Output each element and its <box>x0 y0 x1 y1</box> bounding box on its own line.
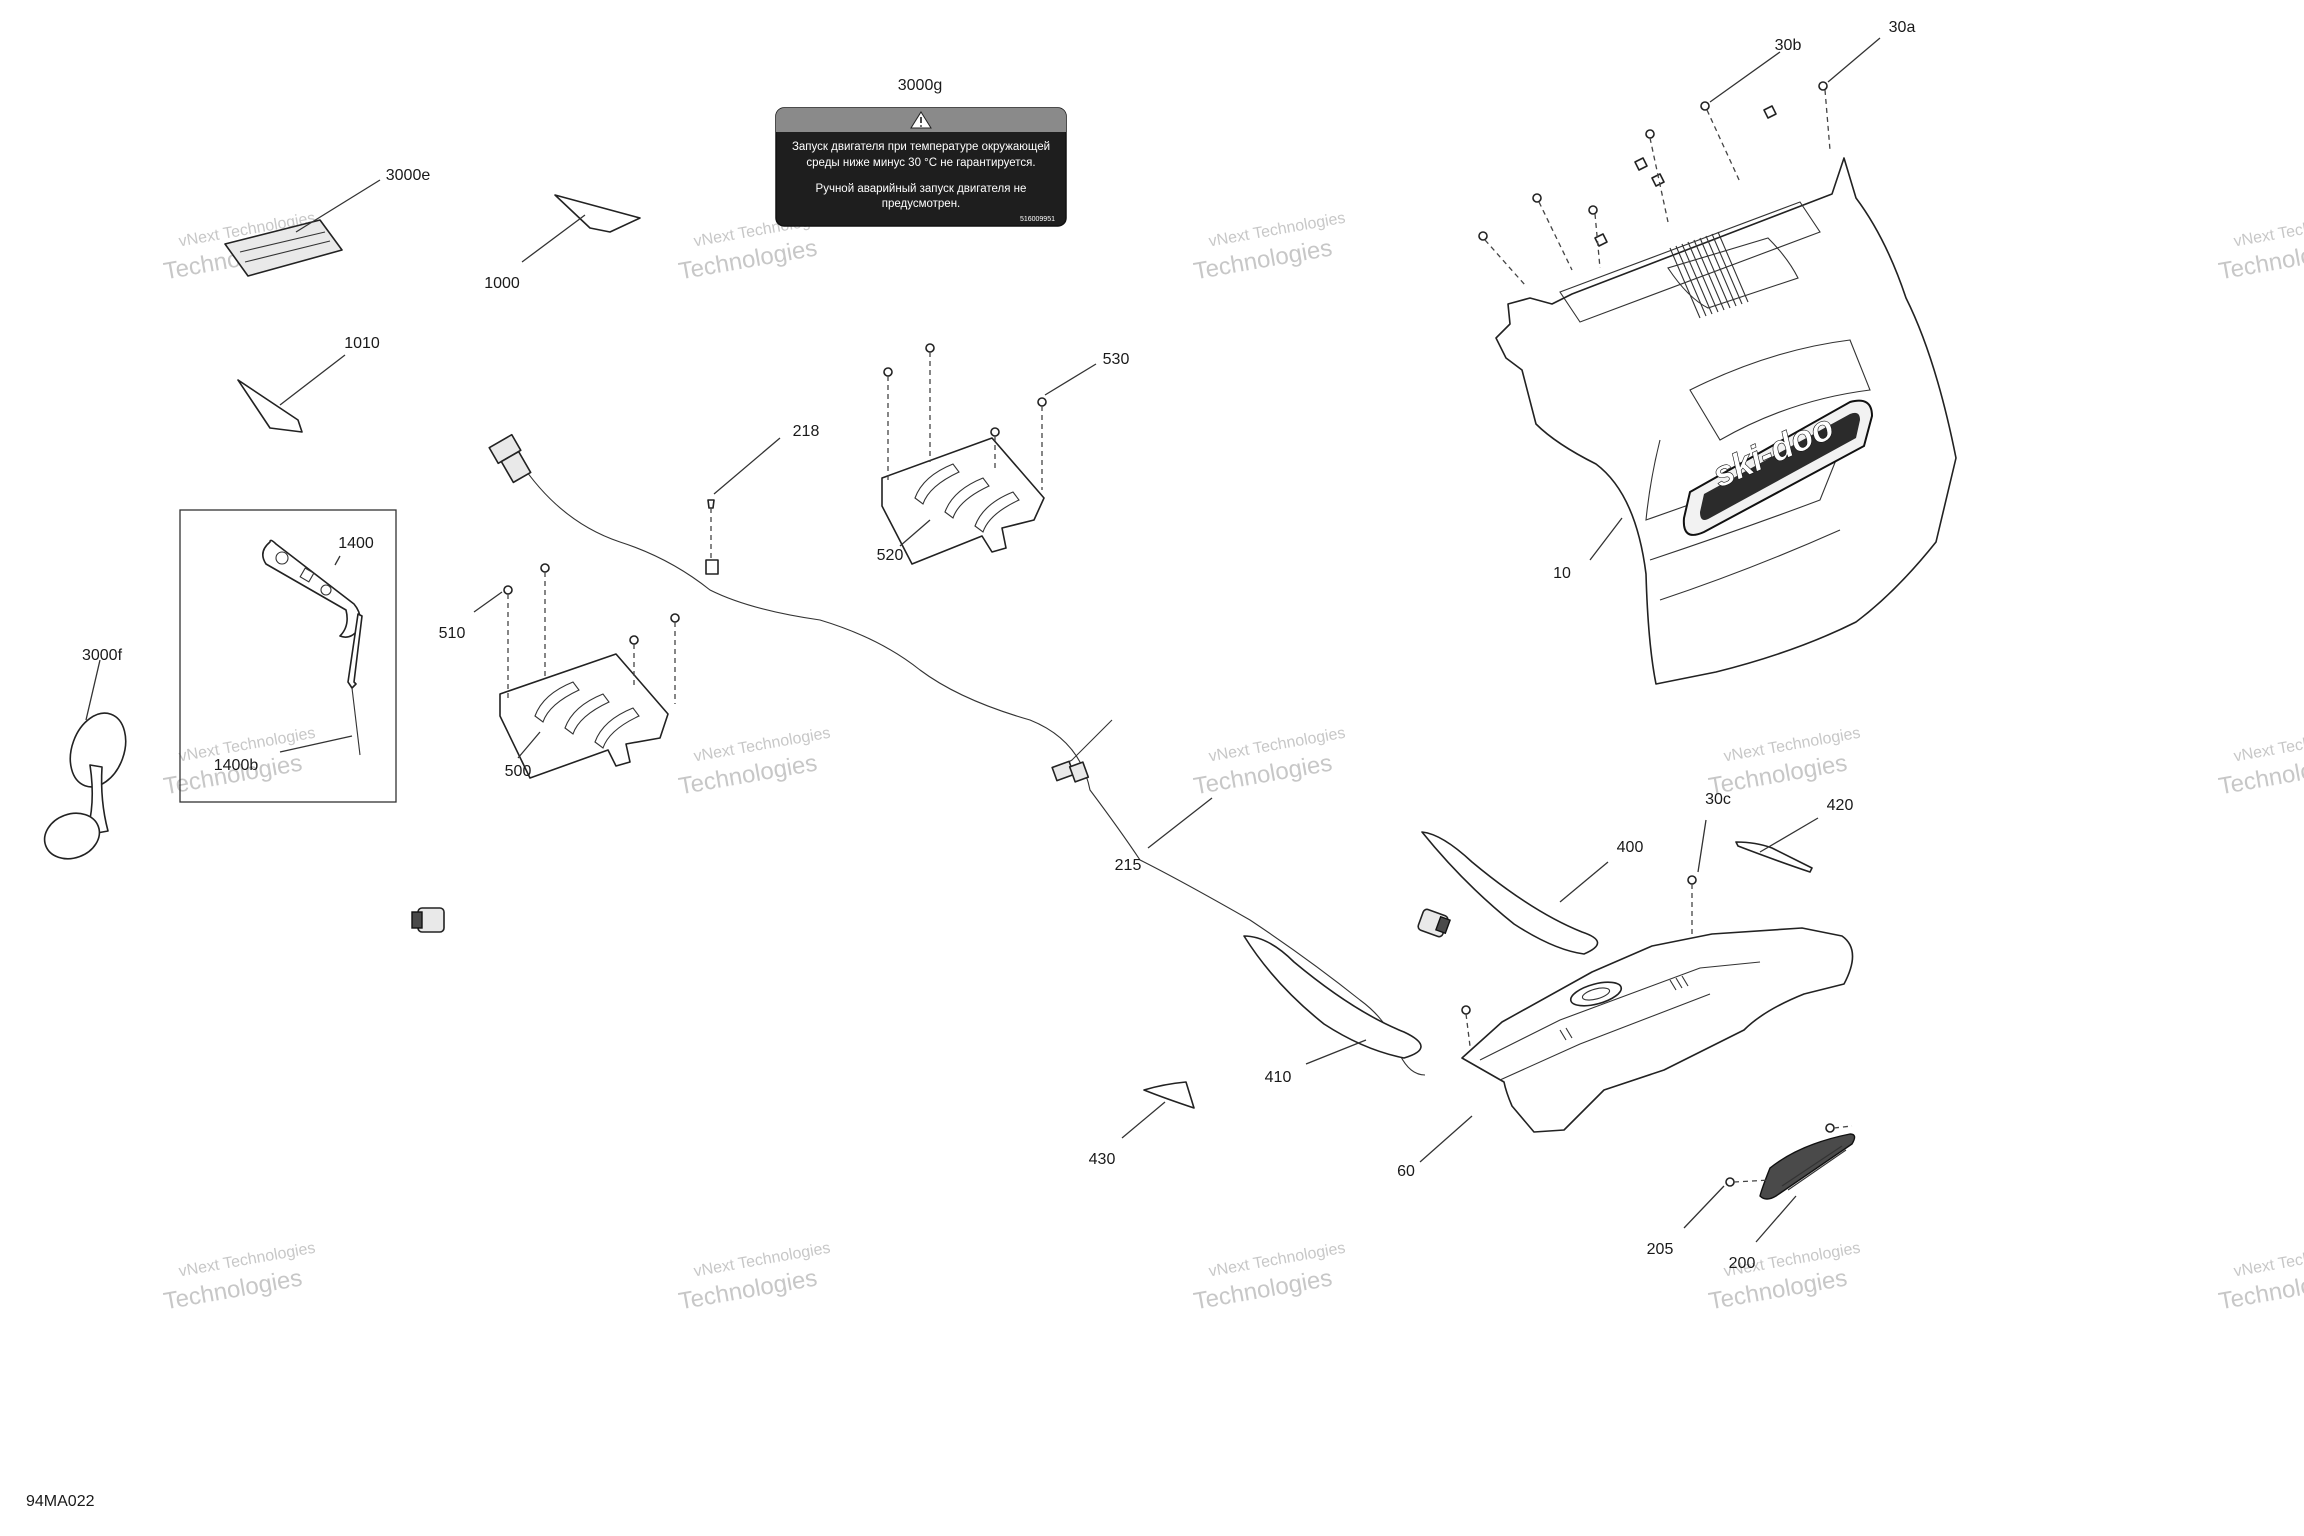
part-3000e-decal <box>224 179 381 277</box>
harness-connector-bottom <box>411 907 445 933</box>
callout-430: 430 <box>1089 1151 1116 1168</box>
diagram-code: 94MA022 <box>26 1493 95 1510</box>
warning-decal-line2: среды ниже минус 30 °C не гарантируется. <box>806 157 1035 169</box>
harness-connector-mid <box>1051 760 1090 783</box>
callout-200: 200 <box>1729 1255 1756 1272</box>
callout-1010: 1010 <box>344 335 380 352</box>
part-tool-kit-frame <box>179 509 397 803</box>
callout-10: 10 <box>1553 565 1571 582</box>
warning-decal-line4: предусмотрен. <box>882 198 961 210</box>
callout-30a: 30a <box>1889 19 1916 36</box>
callout-410: 410 <box>1265 1069 1292 1086</box>
callout-420: 420 <box>1827 797 1854 814</box>
warning-decal-code: 516009951 <box>1020 216 1055 223</box>
part-3000f-mirror <box>43 659 127 860</box>
part-400-decal <box>1421 831 1609 955</box>
callout-530: 530 <box>1103 351 1130 368</box>
callout-205: 205 <box>1647 1241 1674 1258</box>
callout-510: 510 <box>439 625 466 642</box>
warning-decal-line1: Запуск двигателя при температуре окружаю… <box>792 141 1050 153</box>
part-218-clip <box>705 437 781 575</box>
callout-400: 400 <box>1617 839 1644 856</box>
callout-60: 60 <box>1397 1163 1415 1180</box>
part-1000-decal <box>521 194 641 263</box>
part-1400-wrench <box>262 539 362 638</box>
part-215-harness <box>411 433 1426 1076</box>
callout-3000f: 3000f <box>82 647 123 664</box>
watermark-layer: vNext Technologies Technologies vNext Te… <box>162 210 2304 1316</box>
warning-decal-line3: Ручной аварийный запуск двигателя не <box>816 183 1027 195</box>
warning-triangle-icon <box>910 111 932 129</box>
part-1010-decal <box>237 354 346 433</box>
part-200-emblem <box>1683 1123 1856 1243</box>
part-420-decal <box>1735 817 1819 873</box>
callout-1400: 1400 <box>338 535 374 552</box>
callout-218: 218 <box>793 423 820 440</box>
part-1400b-allen-key <box>279 613 363 756</box>
hood-fasteners <box>1478 37 1881 286</box>
part-60-side-cover <box>1419 819 1854 1163</box>
hood-vent-grille <box>1669 231 1749 319</box>
callout-215: 215 <box>1115 857 1142 874</box>
callout-1400b: 1400b <box>214 757 259 774</box>
callout-1000: 1000 <box>484 275 520 292</box>
part-3000g-warning-decal: Запуск двигателя при температуре окружаю… <box>775 107 1067 227</box>
callout-labels: 3000g 3000e 1000 1010 1400 1400b 3000f 2… <box>82 19 1915 1272</box>
callout-3000e: 3000e <box>386 167 431 184</box>
callout-30c: 30c <box>1705 791 1731 808</box>
harness-end-connector <box>420 0 421 1</box>
part-10-hood: ski-doo <box>1478 37 1957 685</box>
callout-520: 520 <box>877 547 904 564</box>
harness-connector-top <box>488 433 532 484</box>
part-520-plate <box>881 343 1097 565</box>
part-500-plate <box>473 563 680 779</box>
callout-3000g: 3000g <box>898 77 943 94</box>
callout-500: 500 <box>505 763 532 780</box>
callout-30b: 30b <box>1775 37 1802 54</box>
part-430-decal <box>1121 1081 1195 1139</box>
harness-end-plug <box>1417 908 1451 938</box>
part-410-decal <box>1243 935 1422 1065</box>
